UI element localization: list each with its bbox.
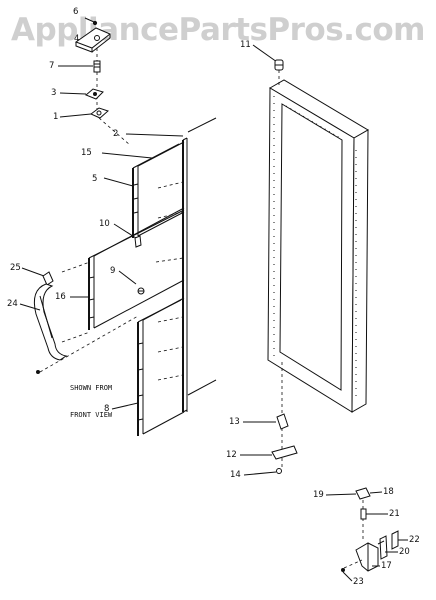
view-note: SHOWN FROM FRONT VIEW xyxy=(70,366,112,438)
bottom-hinge xyxy=(240,362,298,476)
cap-11 xyxy=(252,44,284,88)
top-hinge-assembly xyxy=(74,17,131,146)
callout-18: 18 xyxy=(383,487,394,497)
callout-1: 1 xyxy=(53,112,59,122)
callout-3: 3 xyxy=(51,88,57,98)
callout-11: 11 xyxy=(240,40,251,50)
callout-12: 12 xyxy=(226,450,237,460)
screw-9 xyxy=(118,270,145,295)
callout-14: 14 xyxy=(230,470,241,480)
callout-8: 8 xyxy=(104,404,110,414)
door-frame xyxy=(267,79,369,413)
left-leaders xyxy=(58,65,93,118)
callout-2: 2 xyxy=(113,129,119,139)
callout-15: 15 xyxy=(81,148,92,158)
callout-4: 4 xyxy=(74,34,80,44)
panel-16 xyxy=(61,207,185,343)
callout-7: 7 xyxy=(49,61,55,71)
callout-22: 22 xyxy=(409,535,420,545)
gasket-strip-2 xyxy=(125,117,217,413)
callout-9: 9 xyxy=(110,266,116,276)
callout-20: 20 xyxy=(399,547,410,557)
callout-23: 23 xyxy=(353,577,364,587)
callout-21: 21 xyxy=(389,509,400,519)
view-note-line-1: SHOWN FROM xyxy=(70,384,113,392)
callout-10: 10 xyxy=(99,219,110,229)
view-note-line-2: FRONT VIEW xyxy=(70,411,113,419)
lower-bracket-assembly xyxy=(325,487,408,582)
callout-5: 5 xyxy=(92,174,98,184)
panel-8 xyxy=(111,297,185,436)
callout-19: 19 xyxy=(313,490,324,500)
door-handle-24 xyxy=(19,267,139,374)
callout-6: 6 xyxy=(73,7,79,17)
callout-16: 16 xyxy=(55,292,66,302)
callout-13: 13 xyxy=(229,417,240,427)
callout-24: 24 xyxy=(7,299,18,309)
callout-25: 25 xyxy=(10,263,21,273)
callout-17: 17 xyxy=(381,561,392,571)
